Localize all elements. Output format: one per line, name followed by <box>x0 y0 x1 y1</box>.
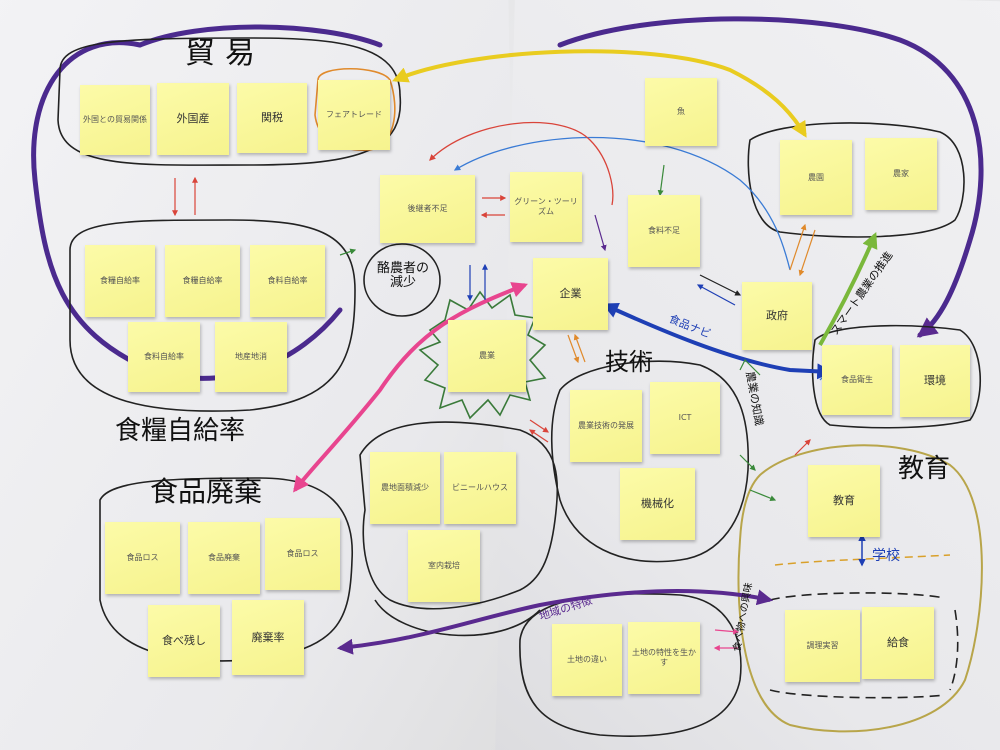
sticky-note: 地産地消 <box>215 322 287 392</box>
sticky-note: 食品ロス <box>265 518 340 590</box>
sticky-note: 土地の特性を生かす <box>628 622 700 694</box>
sticky-note: 室内栽培 <box>408 530 480 602</box>
sticky-note: 食品廃棄 <box>188 522 260 594</box>
sticky-note: 食料不足 <box>628 195 700 267</box>
sticky-note: 外国との貿易関係 <box>80 85 150 155</box>
group-title-technology: 技術 <box>605 348 653 376</box>
sticky-note: 土地の違い <box>552 624 622 696</box>
group-title-self-sufficiency: 食糧自給率 <box>115 416 246 446</box>
sticky-note: 食糧自給率 <box>165 245 240 317</box>
sticky-note: 教育 <box>808 465 880 537</box>
sticky-note: 農家 <box>865 138 937 210</box>
sticky-note: 食料自給率 <box>250 245 325 317</box>
sticky-note: 食べ残し <box>148 605 220 677</box>
sticky-note: 企業 <box>533 258 608 330</box>
sticky-note: 食糧自給率 <box>85 245 155 317</box>
sticky-note: フェアトレード <box>318 80 390 150</box>
sticky-note: グリーン・ツーリズム <box>510 172 582 242</box>
sticky-note: 食料自給率 <box>128 322 200 392</box>
sticky-note: 食品ロス <box>105 522 180 594</box>
sticky-note: 農地面積減少 <box>370 452 440 524</box>
sticky-note: 環境 <box>900 345 970 417</box>
sticky-note: 農業 <box>448 320 526 392</box>
sticky-note: 廃棄率 <box>232 600 304 675</box>
sticky-note: 魚 <box>645 78 717 146</box>
sticky-note: 関税 <box>237 83 307 153</box>
group-title-trade: 貿易 <box>185 36 265 71</box>
label-school: 学校 <box>872 548 900 564</box>
sticky-note: ICT <box>650 382 720 454</box>
bubble-text: 酪農者の減少 <box>376 261 429 291</box>
group-title-food-waste: 食品廃棄 <box>150 475 263 508</box>
sticky-note: 農園 <box>780 140 852 215</box>
sticky-note: 農業技術の発展 <box>570 390 642 462</box>
sticky-note: 外国産 <box>157 83 229 155</box>
sticky-note: 給食 <box>862 607 934 679</box>
group-title-education: 教育 <box>898 454 951 484</box>
sticky-note: 機械化 <box>620 468 695 540</box>
sticky-note: 政府 <box>742 282 812 350</box>
sticky-note: 食品衛生 <box>822 345 892 415</box>
sticky-note: ビニールハウス <box>444 452 516 524</box>
sticky-note: 後継者不足 <box>380 175 475 243</box>
sticky-note: 調理実習 <box>785 610 860 682</box>
